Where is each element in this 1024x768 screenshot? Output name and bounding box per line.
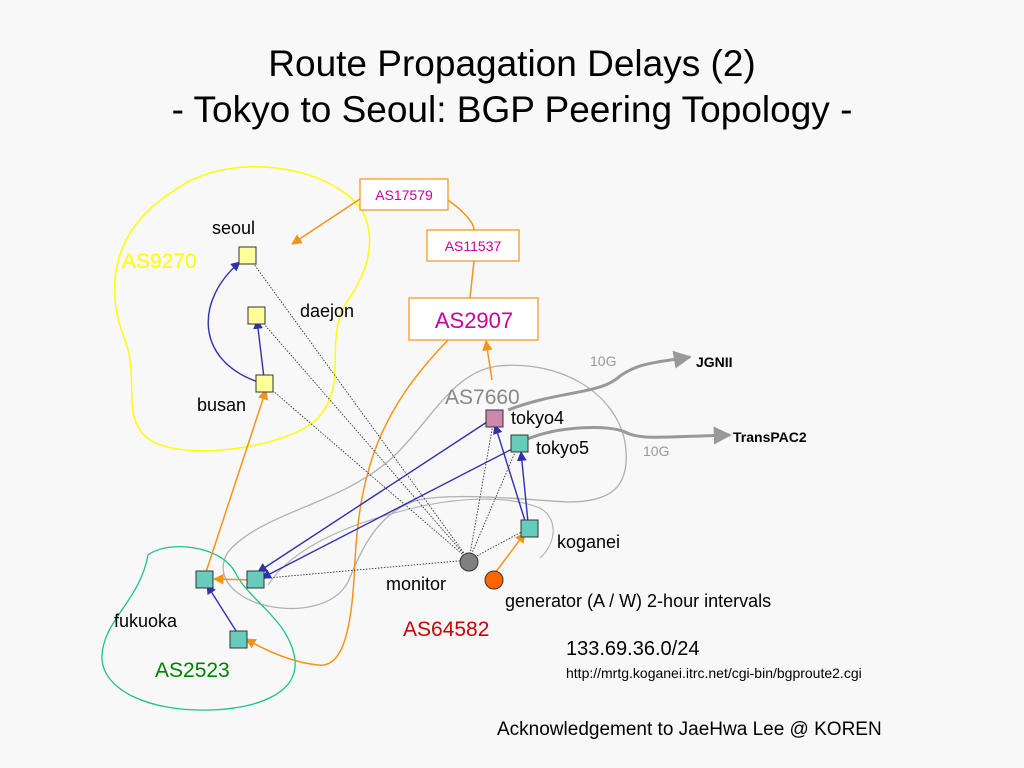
koganei-router <box>520 519 539 538</box>
seoul-label: seoul <box>212 218 255 238</box>
busan-router <box>255 374 274 393</box>
transpac2-link <box>524 426 732 445</box>
prefix-label: 133.69.36.0/24 <box>566 638 699 660</box>
as2907-label: AS2907 <box>435 308 513 333</box>
as7660-inner-region <box>267 498 554 586</box>
acknowledgement-label: Acknowledgement to JaeHwa Lee @ KOREN <box>497 719 882 740</box>
as17579-to-as11537-link <box>447 199 475 231</box>
tokyo4-label: tokyo4 <box>511 408 564 428</box>
jgnii-label: JGNII <box>696 354 733 370</box>
generator-label: generator (A / W) 2-hour intervals <box>505 591 771 611</box>
as2907-to-as2523-arrow <box>245 339 449 666</box>
koganei-to-tokyo5-arrow <box>517 451 529 523</box>
tokyo5-router <box>510 434 529 453</box>
fukuoka-router <box>195 570 214 589</box>
as64582-label: AS64582 <box>403 618 489 641</box>
monitor-label: monitor <box>386 574 446 594</box>
daejon-label: daejon <box>300 301 354 321</box>
title-line-2: - Tokyo to Seoul: BGP Peering Topology - <box>171 89 853 130</box>
koganei-label: koganei <box>557 532 620 552</box>
jgnii-speed-label: 10G <box>590 353 616 369</box>
as2523-region <box>101 546 296 711</box>
as2907-box <box>408 297 539 341</box>
tokyo4-to-fukuoka2-arrow <box>257 419 491 573</box>
busan-label: busan <box>197 395 246 415</box>
as11537-to-as2907-link <box>469 260 475 299</box>
fukuoka2-router <box>246 570 265 589</box>
busan-to-seoul-arrow <box>207 261 259 383</box>
as7660-to-as2907-arrow <box>482 339 493 381</box>
fukuoka-label: fukuoka <box>114 611 178 631</box>
generator-to-koganei-arrow <box>494 532 526 574</box>
as9270-region <box>113 166 371 452</box>
as17579-label: AS17579 <box>375 187 433 203</box>
tokyo5-to-fukuoka2-arrow <box>261 446 517 579</box>
busan-to-daejon-arrow <box>253 319 265 379</box>
as17579-to-seoul-arrow <box>291 198 361 245</box>
as9270-label: AS9270 <box>122 250 197 273</box>
monitor-node <box>459 552 479 572</box>
as2523-router <box>229 630 248 649</box>
url-label: http://mrtg.koganei.itrc.net/cgi-bin/bgp… <box>566 665 862 681</box>
fukuoka-to-busan-arrow <box>205 389 269 573</box>
daejon-router <box>247 306 266 325</box>
transpac2-label: TransPAC2 <box>733 429 807 445</box>
as2523-to-fukuoka-arrow <box>206 584 239 635</box>
transpac2-speed-label: 10G <box>643 443 669 459</box>
monitor-peering-lines <box>247 255 530 580</box>
as7660-label: AS7660 <box>445 386 520 409</box>
generator-node <box>484 570 504 590</box>
as17579-box <box>359 178 449 211</box>
as11537-box <box>426 229 520 262</box>
tokyo4-router <box>485 409 504 428</box>
as2523-label: AS2523 <box>155 659 230 682</box>
seoul-router <box>238 246 257 265</box>
koganei-to-tokyo4-arrow <box>492 424 527 525</box>
as7660-region <box>222 364 627 610</box>
as11537-label: AS11537 <box>445 238 502 254</box>
jgnii-link <box>507 350 692 412</box>
tokyo5-label: tokyo5 <box>536 438 589 458</box>
title-line-1: Route Propagation Delays (2) <box>268 43 756 84</box>
